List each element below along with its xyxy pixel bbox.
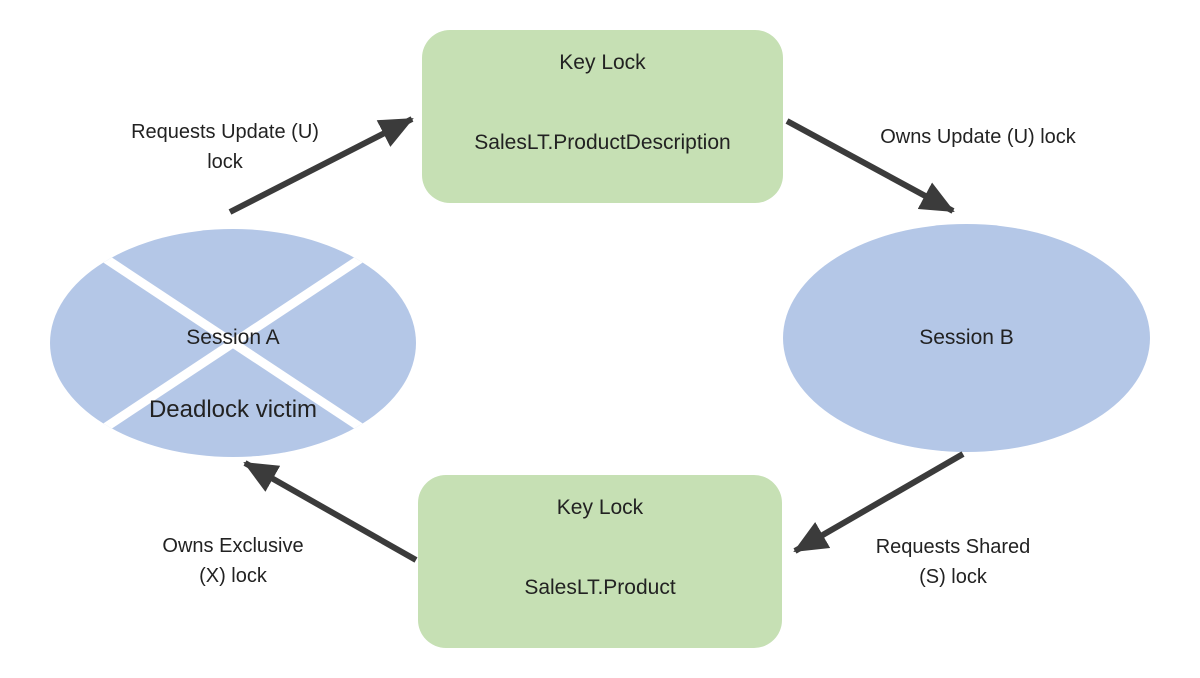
edge-label-line: (S) lock	[919, 566, 987, 588]
edge-label-owns-exclusive-lock: Owns Exclusive (X) lock	[93, 531, 373, 591]
node-key-lock-product-description: Key Lock SalesLT.ProductDescription	[422, 30, 783, 203]
lock-bottom-resource: SalesLT.Product	[524, 576, 676, 599]
node-session-a: Session A Deadlock victim	[50, 229, 416, 457]
lock-bottom-title: Key Lock	[556, 496, 644, 519]
edge-label-line: Owns Update (U) lock	[880, 126, 1076, 148]
deadlock-victim-label: Deadlock victim	[148, 396, 318, 423]
edge-label-line: Requests Shared	[875, 536, 1031, 558]
session-b-label: Session B	[919, 326, 1014, 349]
edge-label-requests-shared-lock: Requests Shared (S) lock	[813, 532, 1093, 592]
edge-label-line: lock	[207, 151, 243, 173]
node-key-lock-product: Key Lock SalesLT.Product	[418, 475, 782, 648]
edge-label-requests-update-lock: Requests Update (U) lock	[85, 117, 365, 177]
edge-label-line: Owns Exclusive	[162, 535, 304, 557]
edge-label-line: Requests Update (U)	[131, 121, 319, 143]
session-a-label: Session A	[186, 326, 280, 349]
edge-label-owns-update-lock: Owns Update (U) lock	[840, 122, 1116, 152]
edge-label-line: (X) lock	[199, 565, 267, 587]
node-session-b: Session B	[783, 224, 1150, 452]
lock-top-title: Key Lock	[559, 51, 646, 74]
lock-top-resource: SalesLT.ProductDescription	[474, 131, 731, 154]
